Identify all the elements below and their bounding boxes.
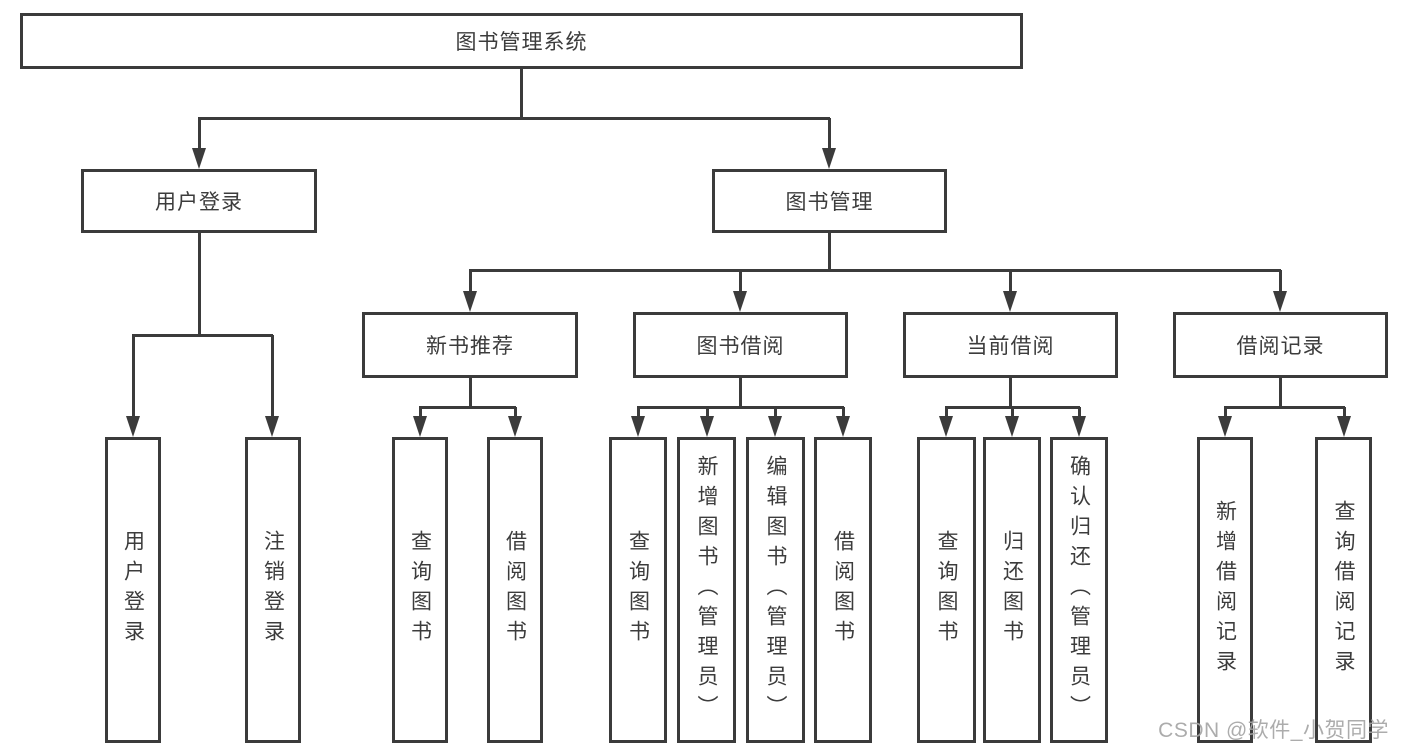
- flow-line-vertical: [739, 270, 742, 293]
- flow-line-vertical: [469, 270, 472, 293]
- arrow-down-icon: [1003, 291, 1017, 312]
- node-label: 新书推荐: [426, 335, 514, 358]
- node-user-login: 用户登录: [81, 169, 317, 233]
- leaf-label: 编辑图书（管理员）: [764, 455, 787, 725]
- flow-line-vertical: [1343, 407, 1346, 418]
- flow-line-vertical: [637, 407, 640, 418]
- flow-line-vertical: [828, 233, 831, 272]
- leaf-query-borrow-record: 查询借阅记录: [1315, 437, 1372, 743]
- leaf-label: 新增图书（管理员）: [695, 455, 718, 725]
- leaf-query-books: 查询图书: [609, 437, 667, 743]
- flow-line-vertical: [828, 118, 831, 151]
- node-label: 图书管理系统: [455, 31, 588, 54]
- flow-line-vertical: [1009, 270, 1012, 293]
- csdn-watermark: CSDN @软件_小贺同学: [1158, 719, 1389, 742]
- arrow-down-icon: [413, 416, 427, 437]
- flow-line-vertical: [1279, 378, 1282, 409]
- flow-line-vertical: [198, 233, 201, 337]
- flow-line-vertical: [132, 335, 135, 418]
- flow-line-vertical: [520, 69, 523, 119]
- node-library-management-system: 图书管理系统: [20, 13, 1023, 69]
- flow-line-vertical: [774, 407, 777, 418]
- leaf-confirm-return-admin: 确认归还（管理员）: [1050, 437, 1108, 743]
- leaf-label: 查询图书: [626, 530, 650, 650]
- flow-line-vertical: [1078, 407, 1081, 418]
- flow-line-vertical: [1011, 407, 1014, 418]
- arrow-down-icon: [1072, 416, 1086, 437]
- leaf-return-books: 归还图书: [983, 437, 1041, 743]
- arrow-down-icon: [192, 148, 206, 169]
- node-label: 借阅记录: [1236, 335, 1325, 358]
- leaf-user-login: 用户登录: [105, 437, 161, 743]
- flow-line-vertical: [469, 378, 472, 409]
- flow-line-horizontal: [198, 117, 830, 120]
- node-borrowing-records: 借阅记录: [1173, 312, 1388, 378]
- leaf-label: 查询图书: [408, 530, 432, 650]
- flow-line-vertical: [842, 407, 845, 418]
- node-label: 图书管理: [785, 191, 874, 214]
- leaf-query-books: 查询图书: [392, 437, 448, 743]
- arrow-down-icon: [768, 416, 782, 437]
- node-label: 图书借阅: [696, 335, 785, 358]
- arrow-down-icon: [700, 416, 714, 437]
- leaf-label: 查询图书: [935, 530, 958, 650]
- leaf-add-books-admin: 新增图书（管理员）: [677, 437, 736, 743]
- flow-line-horizontal: [1224, 406, 1345, 409]
- flow-line-vertical: [198, 118, 201, 151]
- flow-line-vertical: [1009, 378, 1012, 409]
- leaf-edit-books-admin: 编辑图书（管理员）: [746, 437, 805, 743]
- arrow-down-icon: [1273, 291, 1287, 312]
- arrow-down-icon: [822, 148, 836, 169]
- leaf-borrow-books: 借阅图书: [814, 437, 872, 743]
- leaf-label: 确认归还（管理员）: [1067, 455, 1091, 725]
- arrow-down-icon: [265, 416, 279, 437]
- flow-line-vertical: [1224, 407, 1227, 418]
- arrow-down-icon: [836, 416, 850, 437]
- leaf-label: 新增借阅记录: [1213, 500, 1237, 680]
- arrow-down-icon: [939, 416, 953, 437]
- leaf-query-books: 查询图书: [917, 437, 976, 743]
- flow-line-horizontal: [419, 406, 516, 409]
- leaf-add-borrow-record: 新增借阅记录: [1197, 437, 1253, 743]
- node-book-management: 图书管理: [712, 169, 947, 233]
- arrow-down-icon: [1218, 416, 1232, 437]
- leaf-logout: 注销登录: [245, 437, 301, 743]
- flow-line-vertical: [945, 407, 948, 418]
- arrow-down-icon: [1005, 416, 1019, 437]
- arrow-down-icon: [631, 416, 645, 437]
- arrow-down-icon: [1337, 416, 1351, 437]
- arrow-down-icon: [126, 416, 140, 437]
- flow-line-horizontal: [945, 406, 1080, 409]
- leaf-label: 借阅图书: [831, 530, 855, 650]
- leaf-borrow-books: 借阅图书: [487, 437, 543, 743]
- flow-line-horizontal: [637, 406, 844, 409]
- arrow-down-icon: [508, 416, 522, 437]
- leaf-label: 注销登录: [261, 530, 285, 650]
- arrow-down-icon: [463, 291, 477, 312]
- flow-line-vertical: [271, 335, 274, 418]
- node-label: 用户登录: [155, 191, 243, 214]
- flow-line-vertical: [1279, 270, 1282, 293]
- leaf-label: 借阅图书: [503, 530, 527, 650]
- flow-line-horizontal: [132, 334, 273, 337]
- node-current-borrowing: 当前借阅: [903, 312, 1118, 378]
- node-book-borrowing: 图书借阅: [633, 312, 848, 378]
- flow-line-vertical: [706, 407, 709, 418]
- leaf-label: 归还图书: [1000, 530, 1024, 650]
- arrow-down-icon: [733, 291, 747, 312]
- flow-line-vertical: [739, 378, 742, 409]
- leaf-label: 查询借阅记录: [1332, 500, 1355, 680]
- flow-line-vertical: [514, 407, 517, 418]
- leaf-label: 用户登录: [121, 530, 145, 650]
- node-label: 当前借阅: [966, 335, 1055, 358]
- flow-line-vertical: [419, 407, 422, 418]
- node-new-book-recommendation: 新书推荐: [362, 312, 578, 378]
- flow-line-horizontal: [469, 269, 1281, 272]
